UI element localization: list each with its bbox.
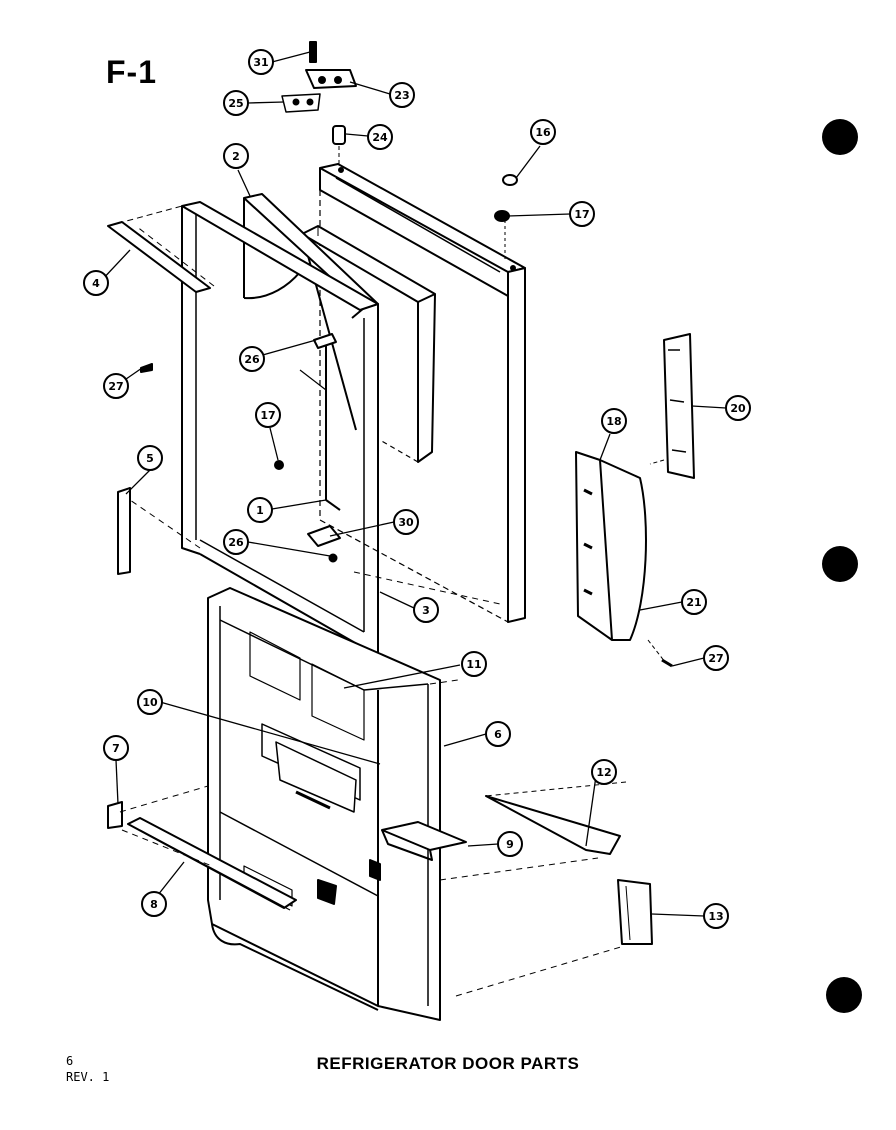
svg-text:24: 24 — [372, 131, 388, 144]
callout-12: 12 — [591, 759, 617, 785]
callout-21: 21 — [681, 589, 707, 615]
top-trim-strip — [107, 221, 211, 293]
callout-27-left: 27 — [103, 373, 129, 399]
screw-26-lower — [328, 553, 338, 563]
svg-text:11: 11 — [466, 658, 481, 671]
door-bar-20 — [663, 333, 695, 479]
cap-16 — [502, 174, 518, 186]
svg-text:2: 2 — [232, 150, 240, 163]
binder-hole-middle — [822, 546, 858, 582]
diagram-caption: REFRIGERATOR DOOR PARTS — [316, 1054, 580, 1073]
callout-6: 6 — [485, 721, 511, 747]
door-gasket — [181, 201, 379, 657]
hinge-pin-7 — [107, 801, 123, 829]
callout-8: 8 — [141, 891, 167, 917]
svg-text:27: 27 — [108, 380, 123, 393]
bracket-9 — [381, 821, 467, 851]
callout-23: 23 — [389, 82, 415, 108]
svg-text:1: 1 — [256, 504, 264, 517]
callout-30: 30 — [393, 509, 419, 535]
svg-text:23: 23 — [394, 89, 409, 102]
page-number: 6 — [66, 1054, 74, 1068]
svg-text:25: 25 — [228, 97, 243, 110]
door-outer-panel — [319, 163, 526, 623]
svg-text:5: 5 — [146, 452, 154, 465]
svg-text:10: 10 — [142, 696, 158, 709]
svg-text:30: 30 — [398, 516, 414, 529]
cover-13 — [617, 879, 653, 945]
callout-20: 20 — [725, 395, 751, 421]
callout-10: 10 — [137, 689, 163, 715]
binder-hole-bottom — [826, 977, 862, 1013]
svg-text:13: 13 — [708, 910, 723, 923]
svg-text:7: 7 — [112, 742, 120, 755]
plug-17-right — [494, 210, 510, 222]
callout-9: 9 — [497, 831, 523, 857]
svg-text:17: 17 — [574, 208, 589, 221]
callout-27-right: 27 — [703, 645, 729, 671]
callout-4: 4 — [83, 270, 109, 296]
callout-18: 18 — [601, 408, 627, 434]
svg-text:20: 20 — [730, 402, 746, 415]
revision-label: REV. 1 — [66, 1070, 110, 1084]
binder-hole-top — [822, 119, 858, 155]
svg-text:26: 26 — [228, 536, 244, 549]
insulation-block — [301, 225, 436, 463]
callout-7: 7 — [103, 735, 129, 761]
svg-text:31: 31 — [253, 56, 268, 69]
top-hinge-assembly — [281, 41, 357, 165]
figure-id: F-1 — [106, 54, 157, 90]
svg-text:12: 12 — [596, 766, 611, 779]
svg-text:8: 8 — [150, 898, 158, 911]
svg-text:17: 17 — [260, 409, 275, 422]
svg-text:18: 18 — [606, 415, 621, 428]
callout-31: 31 — [248, 49, 274, 75]
svg-text:16: 16 — [535, 126, 551, 139]
svg-text:6: 6 — [494, 728, 502, 741]
svg-text:27: 27 — [708, 652, 723, 665]
callout-26-upper: 26 — [239, 346, 265, 372]
svg-text:4: 4 — [92, 277, 100, 290]
plug-17-left — [274, 460, 284, 470]
svg-text:26: 26 — [244, 353, 260, 366]
side-strip-5 — [117, 487, 131, 575]
callout-3: 3 — [413, 597, 439, 623]
callout-17-top: 17 — [569, 201, 595, 227]
page-footer: 6 REV. 1 — [66, 1053, 109, 1085]
callout-2: 2 — [223, 143, 249, 169]
callout-1: 1 — [247, 497, 273, 523]
callout-13: 13 — [703, 903, 729, 929]
callout-17-left: 17 — [255, 402, 281, 428]
callout-16: 16 — [530, 119, 556, 145]
screw-27-left — [140, 363, 153, 373]
callout-24: 24 — [367, 124, 393, 150]
bracket-26-upper — [313, 333, 337, 349]
svg-text:3: 3 — [422, 604, 430, 617]
callout-11: 11 — [461, 651, 487, 677]
callout-25: 25 — [223, 90, 249, 116]
door-shelf-assembly — [575, 451, 673, 668]
freezer-door-body — [207, 587, 441, 1021]
svg-text:21: 21 — [686, 596, 701, 609]
svg-text:9: 9 — [506, 838, 514, 851]
bracket-30 — [307, 525, 341, 547]
bottom-trim-8 — [127, 817, 297, 909]
callout-5: 5 — [137, 445, 163, 471]
callout-26-lower: 26 — [223, 529, 249, 555]
